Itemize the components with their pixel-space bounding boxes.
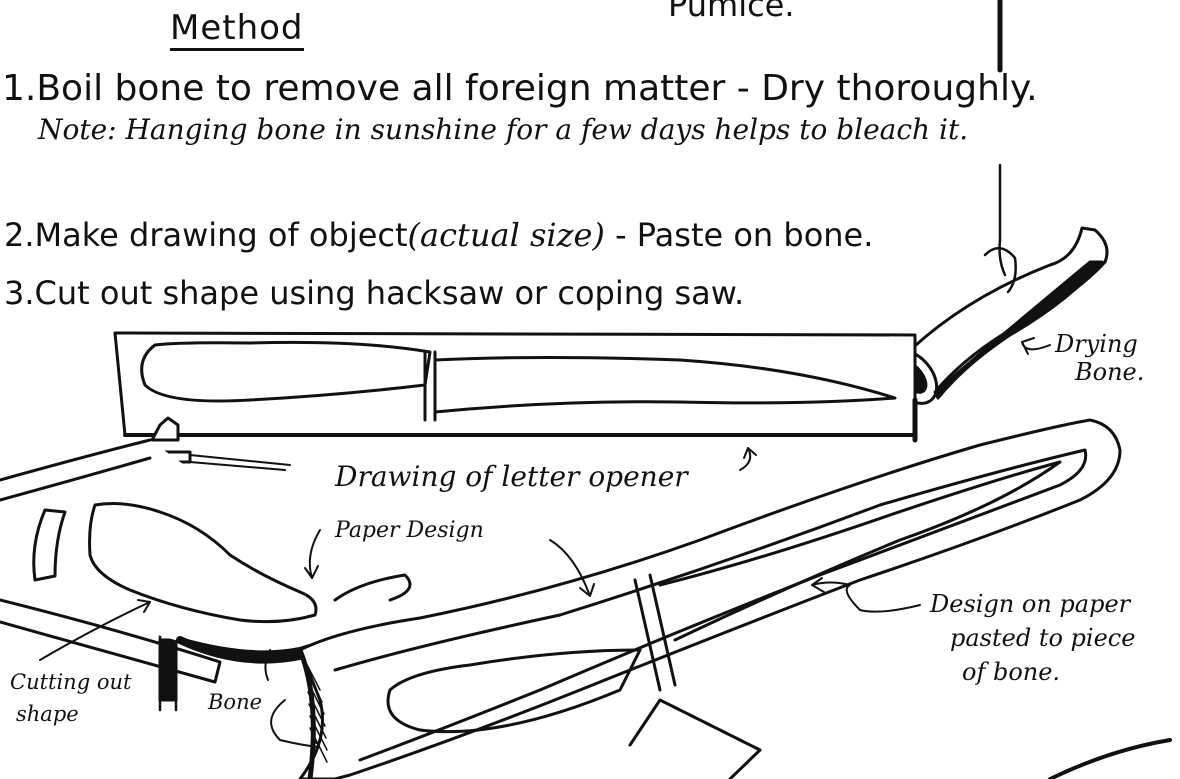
method-heading: Method — [170, 8, 304, 51]
bottom-piece-left — [630, 700, 760, 779]
drawing-caption-arrow — [740, 448, 756, 470]
paper-design-label: Paper Design — [335, 518, 484, 543]
bottom-piece-right — [1050, 740, 1170, 779]
step-1-note: Note: Hanging bone in sunshine for a few… — [38, 113, 968, 146]
drawing-caption: Drawing of letter opener — [335, 460, 688, 493]
design-arrow-2 — [812, 578, 920, 612]
hanging-string-lower — [1000, 165, 1005, 275]
cutting-label-line2: shape — [16, 702, 79, 726]
step-1: 1.Boil bone to remove all foreign matter… — [2, 68, 1038, 109]
step-2-tail: - Paste on bone. — [605, 216, 874, 254]
step-2-aside: (actual size) — [408, 216, 605, 254]
step-3: 3.Cut out shape using hacksaw or coping … — [4, 274, 744, 312]
drying-label-line2: Bone. — [1075, 358, 1144, 386]
drying-label-line1: Drying — [1055, 330, 1138, 358]
drying-arrow — [1022, 338, 1050, 354]
step-2-main: 2.Make drawing of object — [4, 216, 408, 254]
cutting-label-line1: Cutting out — [10, 670, 131, 694]
drawing-template — [115, 333, 915, 440]
step-2: 2.Make drawing of object(actual size) - … — [4, 216, 873, 254]
paper-design-arrow — [305, 530, 320, 578]
design-label-line1: Design on paper — [930, 590, 1130, 618]
partial-heading: Pumice. — [668, 0, 795, 24]
design-label-line2: pasted to piece — [950, 624, 1135, 652]
bone-label: Bone — [208, 690, 262, 714]
design-label-line3: of bone. — [962, 658, 1060, 686]
